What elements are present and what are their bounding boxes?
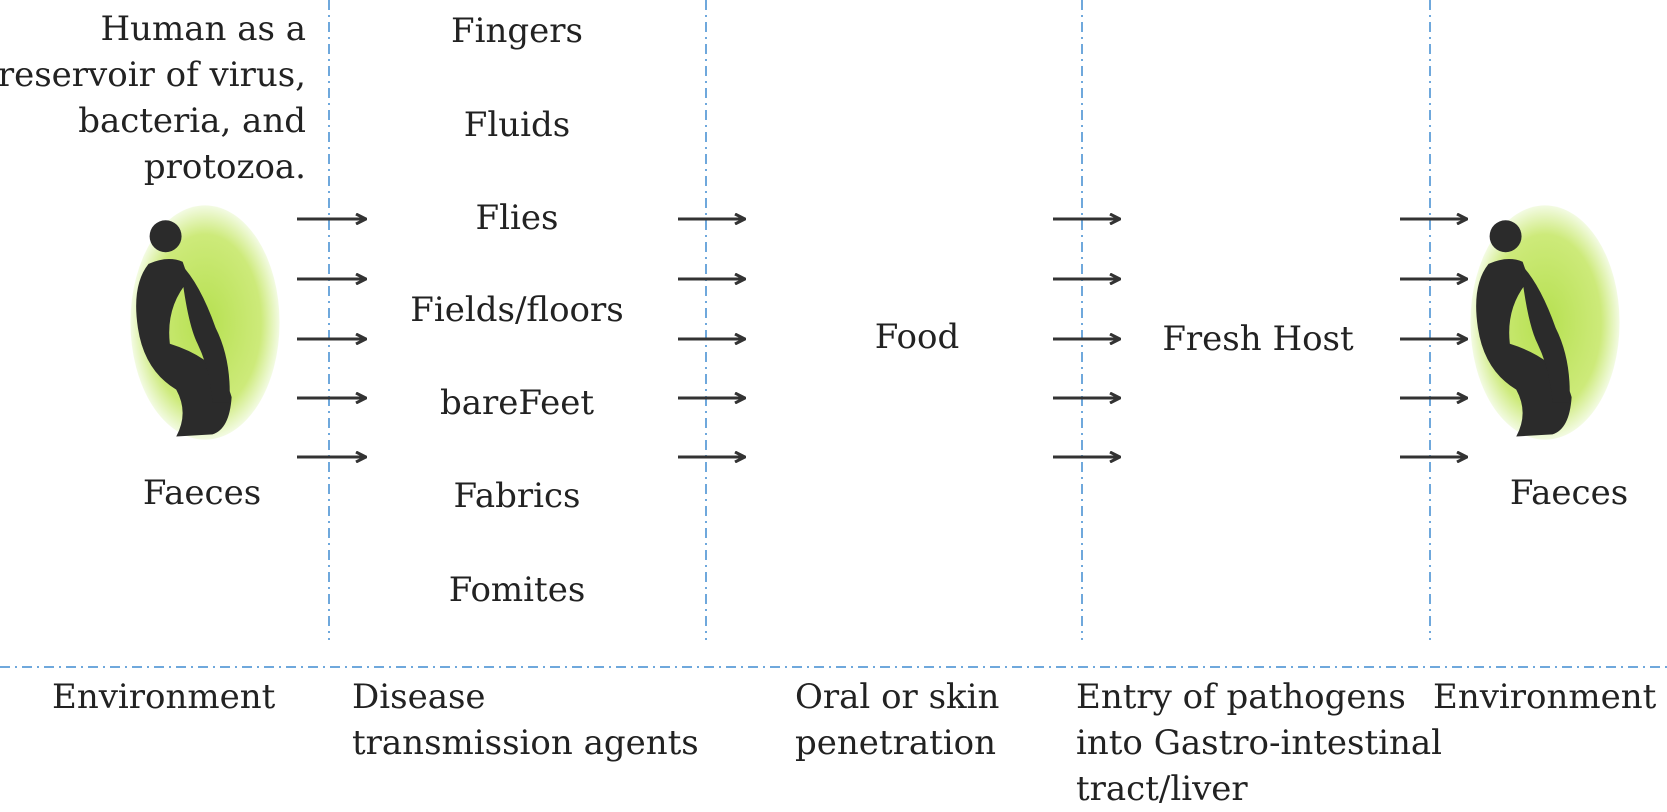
reservoir-note-line: bacteria, and	[78, 101, 306, 141]
left-faeces-label: Faeces	[142, 473, 262, 513]
stage-transmission: Disease transmission agents	[352, 674, 699, 766]
stage-environment-right: Environment	[1433, 674, 1656, 720]
agent-bare-feet: bareFeet	[439, 383, 595, 423]
stage-label-line: Entry of pathogens	[1076, 677, 1406, 717]
squatting-person-icon	[1470, 205, 1620, 440]
right-faeces-label: Faeces	[1509, 473, 1629, 513]
stage-label-line: penetration	[795, 723, 996, 763]
stage-label-line: Oral or skin	[795, 677, 1000, 717]
reservoir-note-line: Human as a	[100, 9, 306, 49]
agent-fluids: Fluids	[463, 105, 571, 145]
arrow-groups	[297, 219, 1466, 457]
arrows-agents-to-food	[678, 219, 744, 457]
reservoir-note-line: reservoir of virus,	[0, 55, 306, 95]
stage-entry: Entry of pathogens into Gastro-intestina…	[1076, 674, 1442, 812]
stage-label-line: Disease	[352, 677, 486, 717]
food-label: Food	[874, 317, 960, 357]
agent-fomites: Fomites	[448, 570, 586, 610]
host-label: Fresh Host	[1162, 319, 1354, 359]
stage-label-line: Environment	[52, 677, 276, 717]
arrows-food-to-host	[1053, 219, 1119, 457]
arrows-host-to-faeces	[1400, 219, 1466, 457]
agent-fingers: Fingers	[451, 11, 583, 51]
reservoir-note-line: protozoa.	[143, 147, 306, 187]
agent-fabrics: Fabrics	[453, 476, 581, 516]
agent-fields-floors: Fields/floors	[410, 290, 624, 330]
stage-label-line: transmission agents	[352, 723, 699, 763]
agent-flies: Flies	[475, 198, 559, 238]
stage-label-line: Environment	[1433, 677, 1657, 717]
squatting-person-icon	[130, 205, 280, 440]
arrows-faeces-to-agents	[297, 219, 365, 457]
stage-penetration: Oral or skin penetration	[795, 674, 999, 766]
stage-environment-left: Environment	[52, 674, 275, 720]
stage-dividers	[328, 0, 1431, 640]
stage-label-line: tract/liver	[1076, 769, 1248, 809]
stage-label-line: into Gastro-intestinal	[1076, 723, 1443, 763]
reservoir-note: Human as a reservoir of virus, bacteria,…	[0, 6, 306, 190]
